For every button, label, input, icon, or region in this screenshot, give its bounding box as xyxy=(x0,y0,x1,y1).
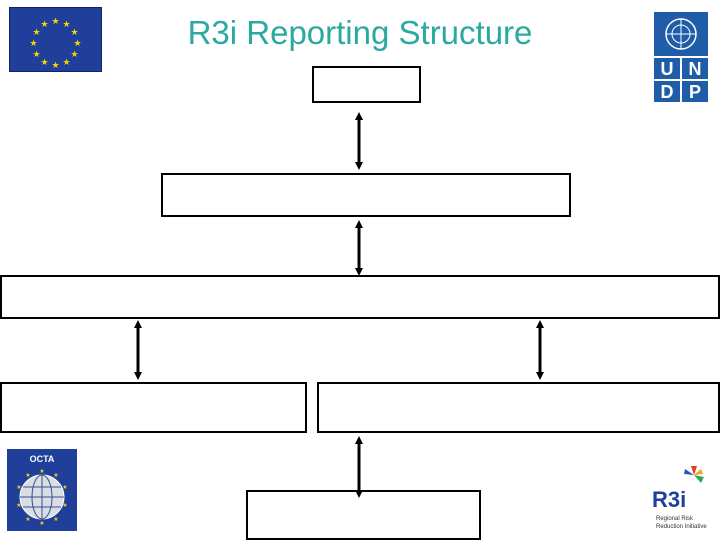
svg-text:★: ★ xyxy=(51,17,59,27)
svg-text:★: ★ xyxy=(40,20,48,30)
octa-label: OCTA xyxy=(30,454,55,464)
eu-flag-icon: ★ ★ ★ ★ ★ ★ ★ ★ ★ ★ ★ ★ xyxy=(9,7,102,72)
svg-text:★: ★ xyxy=(39,468,44,475)
svg-text:★: ★ xyxy=(62,502,67,509)
undp-letter-d: D xyxy=(661,82,674,102)
svg-text:★: ★ xyxy=(62,20,70,30)
svg-text:★: ★ xyxy=(51,61,59,71)
svg-text:★: ★ xyxy=(39,520,44,527)
r3i-wordmark: R3i xyxy=(652,487,686,512)
svg-text:★: ★ xyxy=(29,39,37,49)
org-box-bottom xyxy=(246,490,481,540)
org-box-top xyxy=(312,66,421,103)
r3i-tagline-1: Regional Risk xyxy=(656,516,694,522)
org-box-level-3 xyxy=(0,275,720,319)
svg-text:★: ★ xyxy=(62,484,67,491)
undp-letter-p: P xyxy=(689,82,701,102)
slide-title: R3i Reporting Structure xyxy=(187,14,533,51)
svg-text:★: ★ xyxy=(25,472,30,479)
svg-text:★: ★ xyxy=(25,516,30,523)
svg-text:★: ★ xyxy=(73,39,81,49)
svg-text:★: ★ xyxy=(32,28,40,38)
undp-letter-n: N xyxy=(689,59,702,79)
svg-text:★: ★ xyxy=(40,58,48,68)
org-box-level-2 xyxy=(161,173,571,217)
svg-text:★: ★ xyxy=(32,50,40,60)
octa-logo-icon: OCTA ★ ★ ★ ★ ★ ★ ★ ★ ★ ★ xyxy=(7,449,77,531)
svg-text:★: ★ xyxy=(70,50,78,60)
r3i-tagline-2: Reduction Initiative xyxy=(656,524,707,530)
svg-text:★: ★ xyxy=(16,484,21,491)
undp-letter-u: U xyxy=(661,59,674,79)
svg-text:★: ★ xyxy=(53,516,58,523)
r3i-logo-icon: R3i Regional Risk Reduction Initiative xyxy=(650,465,714,535)
undp-logo-icon: U N D P xyxy=(654,12,708,102)
svg-text:★: ★ xyxy=(70,28,78,38)
svg-text:★: ★ xyxy=(62,58,70,68)
org-box-level-4-right xyxy=(317,382,720,433)
org-box-level-4-left xyxy=(0,382,307,433)
svg-text:★: ★ xyxy=(53,472,58,479)
svg-text:★: ★ xyxy=(16,502,21,509)
